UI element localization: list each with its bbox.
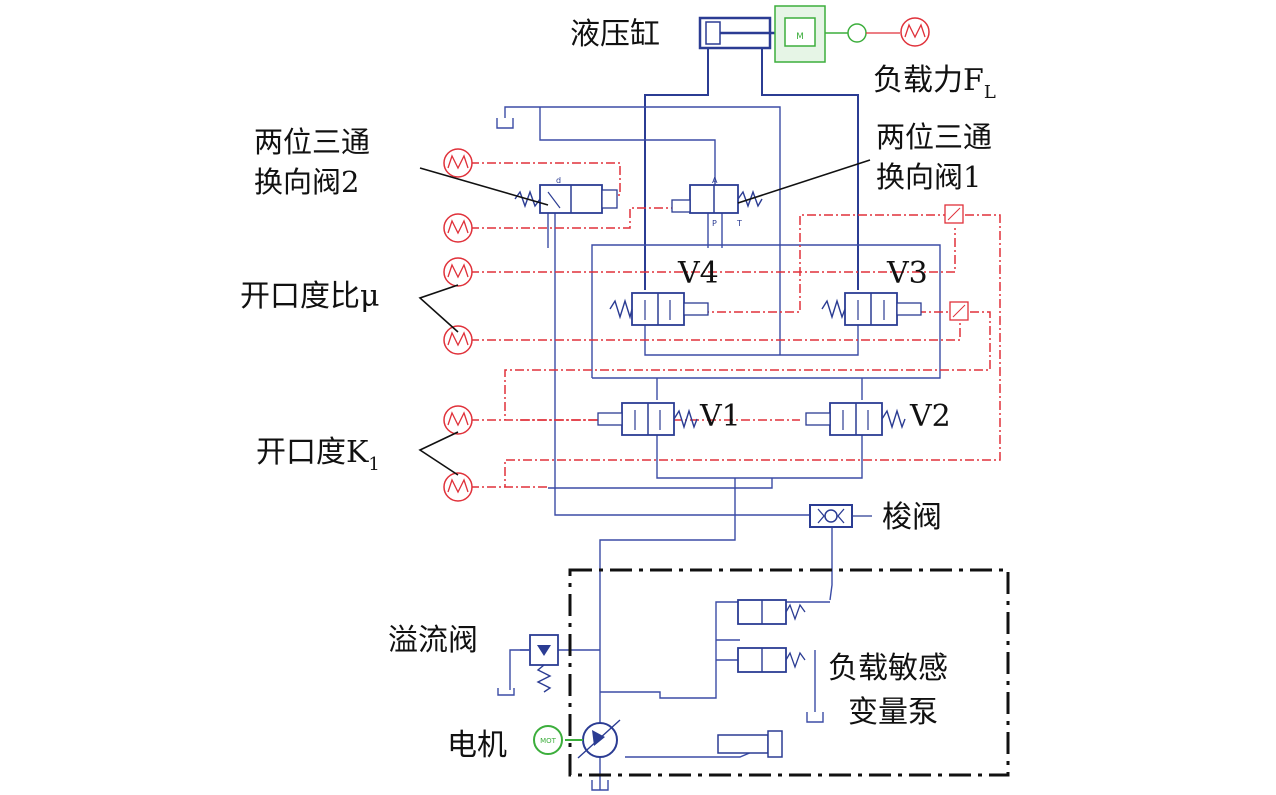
signal-source-load [900, 17, 930, 47]
shuttle-valve-symbol [809, 504, 872, 528]
signal-source-5 [443, 405, 473, 435]
label-opening-ratio: 开口度比μ [240, 279, 380, 314]
pump-control-valve-lower [737, 647, 806, 673]
motor-badge: MOT [540, 737, 557, 745]
label-load-force: 负载力FL [873, 63, 996, 103]
valve-v4 [609, 292, 709, 326]
pump-boundary [568, 568, 1010, 777]
label-motor: 电机 [447, 728, 507, 763]
label-valve1-line1: 两位三通 [876, 120, 992, 154]
label-valve2-line2: 换向阀2 [254, 165, 359, 199]
label-v1: V1 [699, 399, 741, 434]
label-relief-valve: 溢流阀 [388, 623, 478, 658]
signal-source-6 [443, 472, 473, 502]
pump-control-valve-upper [737, 599, 806, 625]
mass-block: M [774, 5, 900, 63]
label-v4: V4 [677, 256, 719, 291]
gain-block-1 [944, 204, 964, 224]
motor-symbol: MOT [533, 725, 563, 755]
label-v3: V3 [886, 256, 928, 291]
signal-source-2 [443, 213, 473, 243]
label-opening-k: 开口度K1 [256, 435, 380, 475]
pump-displacement-actuator [717, 730, 783, 758]
signal-source-3 [443, 257, 473, 287]
svg-text:A: A [712, 176, 718, 185]
two-three-way-valve-2: d [514, 176, 618, 214]
label-pump-line2: 变量泵 [848, 695, 938, 730]
label-shuttle-valve: 梭阀 [882, 500, 942, 535]
valve-v1 [597, 402, 698, 436]
svg-text:d: d [556, 176, 561, 185]
label-valve2-line1: 两位三通 [254, 125, 370, 159]
svg-text:P: P [712, 219, 717, 228]
relief-valve-symbol [497, 634, 559, 696]
two-three-way-valve-1: A P T [671, 176, 763, 228]
signal-source-1 [443, 148, 473, 178]
label-valve1-line2: 换向阀1 [876, 160, 981, 194]
label-cylinder: 液压缸 [570, 17, 660, 52]
mass-label: M [796, 32, 804, 42]
tank-symbols [496, 118, 824, 791]
label-v2: V2 [909, 399, 951, 434]
label-pump-line1: 负载敏感 [828, 651, 948, 686]
signal-source-4 [443, 325, 473, 355]
svg-text:T: T [736, 219, 742, 228]
valve-v2 [805, 402, 906, 436]
valve-v3 [821, 292, 922, 326]
leader-lines [418, 159, 871, 476]
variable-pump-symbol [565, 719, 621, 759]
hydraulic-cylinder [698, 16, 775, 50]
gain-block-2 [949, 301, 969, 321]
